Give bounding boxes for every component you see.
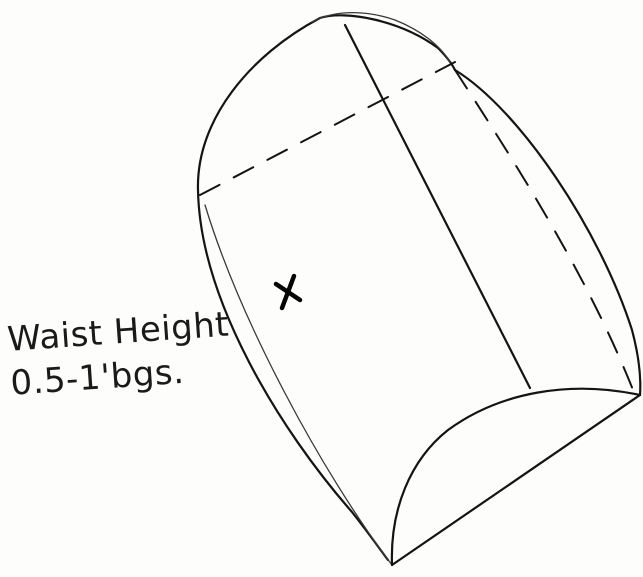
bottom-cap-back: [392, 395, 640, 565]
top-cap-rim: [312, 13, 450, 62]
x-mark: [276, 276, 300, 308]
center-ridge: [345, 25, 530, 388]
right-hidden-edge: [455, 70, 635, 395]
waist-height-annotation: Waist Height 0.5-1'bgs.: [6, 303, 234, 406]
right-side-outline: [455, 70, 640, 395]
